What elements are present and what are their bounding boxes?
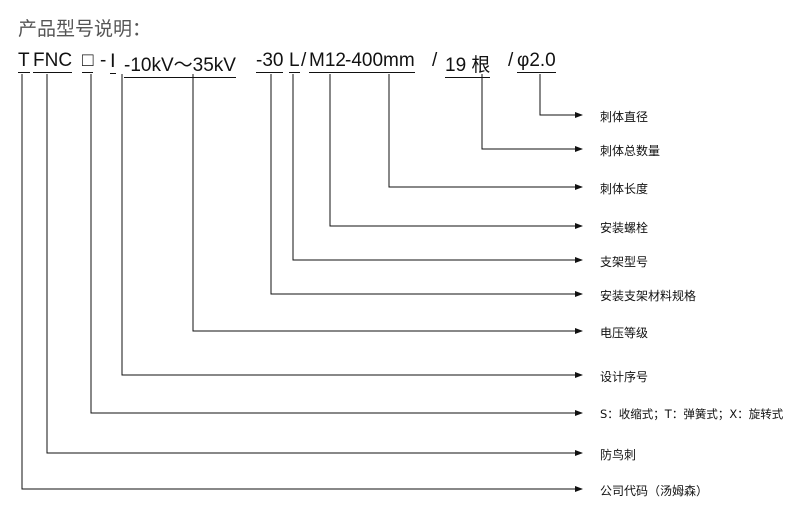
leader-diameter <box>539 74 583 118</box>
leader-bolt <box>329 74 583 229</box>
label-bracket-material: 安装支架材料规格 <box>600 289 697 303</box>
code-dash: - <box>100 50 107 71</box>
label-type: S：收缩式；T：弹簧式；X：旋转式 <box>600 407 784 421</box>
code-slash: / <box>508 50 514 71</box>
code-count: 19 根 <box>445 50 491 78</box>
label-count: 刺体总数量 <box>600 144 661 158</box>
leader-voltage <box>192 74 583 334</box>
diagram-title: 产品型号说明： <box>18 18 152 40</box>
code-bracket-model: L <box>289 50 300 73</box>
code-length: -400mm <box>345 50 415 73</box>
label-bolt: 安装螺栓 <box>600 221 649 235</box>
code-bolt: M12 <box>309 50 346 73</box>
label-product: 防鸟刺 <box>600 448 637 462</box>
label-diameter: 刺体直径 <box>600 110 649 124</box>
label-company: 公司代码（汤姆森） <box>600 484 709 498</box>
leader-length <box>388 74 583 190</box>
code-diameter: φ2.0 <box>517 50 556 73</box>
code-design-no: Ⅰ <box>110 51 116 74</box>
leader-bracket-material <box>270 74 583 297</box>
label-bracket-model: 支架型号 <box>600 255 649 269</box>
leader-type <box>90 74 583 416</box>
code-product: FNC <box>33 50 73 73</box>
code-slash: / <box>432 50 438 71</box>
leader-count <box>481 74 583 152</box>
leader-product <box>46 74 583 456</box>
leader-design-no <box>121 74 583 378</box>
label-design-no: 设计序号 <box>600 370 649 384</box>
leader-bracket-model <box>292 74 583 263</box>
code-voltage: -10kV～35kV <box>124 50 236 78</box>
code-bracket-material: -30 <box>256 50 284 73</box>
code-slash: / <box>301 50 307 71</box>
code-type: □ <box>82 50 94 73</box>
label-voltage: 电压等级 <box>600 326 649 340</box>
label-length: 刺体长度 <box>600 182 649 196</box>
leader-company <box>21 74 583 492</box>
code-company: T <box>18 50 30 73</box>
